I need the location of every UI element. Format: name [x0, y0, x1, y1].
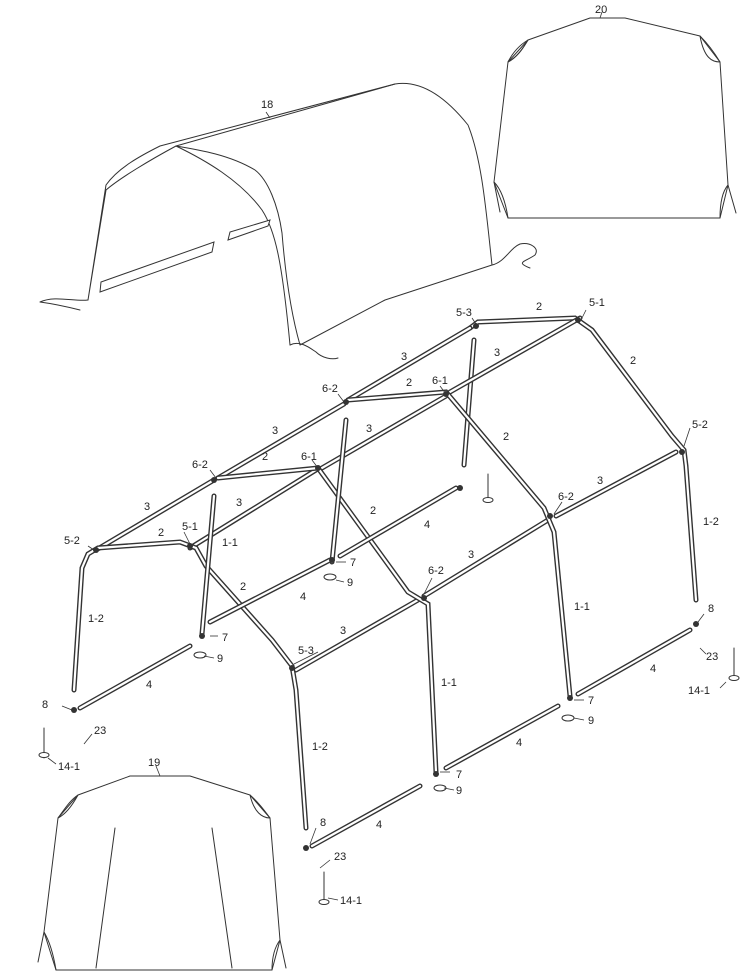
frame-tubes [71, 317, 699, 851]
part-label-9-b: 9 [217, 653, 223, 665]
part-label-4-mid-c: 4 [516, 737, 522, 749]
part-label-2-mid-b: 2 [370, 505, 376, 517]
front-arch [74, 496, 306, 828]
roof-cover [40, 83, 536, 358]
part-label-8-bottom: 8 [320, 817, 326, 829]
part-label-8-front: 8 [42, 699, 48, 711]
part-label-20: 20 [595, 4, 607, 16]
part-label-14-1-bottom: 14-1 [340, 895, 362, 907]
part-label-2-rear-side: 2 [630, 355, 636, 367]
part-label-7-d: 7 [456, 769, 462, 781]
part-label-5-2-rear: 5-2 [692, 419, 708, 431]
part-label-7-c: 7 [588, 695, 594, 707]
part-label-5-3-front: 5-3 [298, 645, 314, 657]
part-label-3-side-a: 3 [597, 475, 603, 487]
part-label-7-b: 7 [222, 632, 228, 644]
part-label-4-mid-a: 4 [424, 519, 430, 531]
part-label-6-2-a: 6-2 [322, 383, 338, 395]
part-label-2-front-side: 2 [240, 581, 246, 593]
part-label-5-3-rear: 5-3 [456, 307, 472, 319]
part-label-18: 18 [261, 99, 273, 111]
part-label-6-1-b: 6-1 [301, 451, 317, 463]
part-label-3-top-a: 3 [401, 351, 407, 363]
part-label-1-1-front: 1-1 [222, 537, 238, 549]
part-label-9-c: 9 [588, 715, 594, 727]
part-label-14-1-front: 14-1 [58, 761, 80, 773]
middle-arch-1 [218, 420, 436, 772]
part-label-9-d: 9 [456, 785, 462, 797]
part-label-3-top-b: 3 [494, 347, 500, 359]
front-end-panel [38, 776, 286, 970]
part-label-4-mid-b: 4 [300, 591, 306, 603]
part-label-8-rear: 8 [708, 603, 714, 615]
base-rails [80, 488, 690, 846]
part-label-5-1-rear: 5-1 [589, 297, 605, 309]
part-label-23-front: 23 [94, 725, 106, 737]
part-label-2-top-a: 2 [406, 377, 412, 389]
part-label-5-1-front: 5-1 [182, 521, 198, 533]
roof-purlins [96, 318, 676, 670]
part-label-6-1-a: 6-1 [432, 375, 448, 387]
part-label-23-rear: 23 [706, 651, 718, 663]
part-label-6-2-c: 6-2 [558, 491, 574, 503]
part-label-2-top-b: 2 [262, 451, 268, 463]
part-label-3-front-top: 3 [144, 501, 150, 513]
part-label-9-a: 9 [347, 577, 353, 589]
part-label-3-top-e: 3 [236, 497, 242, 509]
leader-lines [48, 12, 726, 900]
part-label-2-rear-top: 2 [536, 301, 542, 313]
part-label-3-top-d: 3 [366, 423, 372, 435]
part-label-2-front-top: 2 [158, 527, 164, 539]
fittings [71, 317, 699, 851]
part-label-1-2-front: 1-2 [88, 613, 104, 625]
part-label-2-mid-a: 2 [503, 431, 509, 443]
part-label-3-top-c: 3 [272, 425, 278, 437]
part-label-6-2-d: 6-2 [428, 565, 444, 577]
middle-arch-2 [348, 392, 570, 696]
part-label-1-2-rear: 1-2 [703, 516, 719, 528]
ground-stakes [39, 474, 739, 905]
part-label-3-side-b: 3 [468, 549, 474, 561]
part-label-4-front-b: 4 [376, 819, 382, 831]
part-label-7-a: 7 [350, 557, 356, 569]
part-label-4-front-base: 4 [146, 679, 152, 691]
part-label-3-side-c: 3 [340, 625, 346, 637]
part-label-19: 19 [148, 757, 160, 769]
part-label-23-bottom: 23 [334, 851, 346, 863]
part-label-5-2-front: 5-2 [64, 535, 80, 547]
part-label-14-1-rear: 14-1 [688, 685, 710, 697]
part-label-4-rear-base: 4 [650, 663, 656, 675]
part-label-1-1-mid: 1-1 [574, 601, 590, 613]
part-label-1-2-mid: 1-2 [312, 741, 328, 753]
part-labels: 18 20 19 5-3 2 5-1 3 3 2 6-2 6-1 2 3 2 3… [42, 4, 719, 907]
rear-arch [464, 318, 696, 600]
foot-plates [194, 574, 574, 791]
part-label-1-1-b: 1-1 [441, 677, 457, 689]
part-label-6-2-b: 6-2 [192, 459, 208, 471]
rear-end-panel [494, 18, 736, 218]
